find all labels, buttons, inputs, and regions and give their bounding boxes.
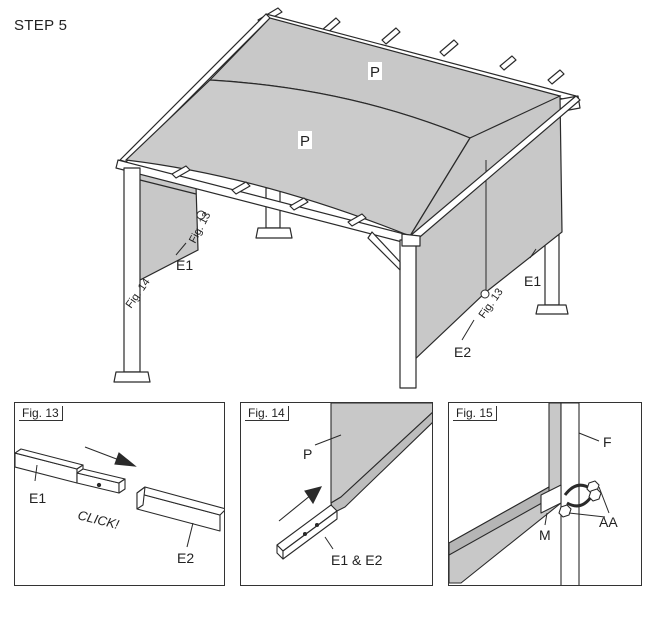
front-right-post bbox=[367, 231, 421, 389]
canopy bbox=[124, 17, 563, 364]
fig14-e1e2-label: E1 & E2 bbox=[331, 552, 383, 568]
fig15-f-label: F bbox=[603, 434, 612, 450]
fig15-aa-label: AA bbox=[599, 514, 618, 530]
fig13-title: Fig. 13 bbox=[19, 406, 63, 421]
fig14-p-label: P bbox=[303, 446, 312, 462]
panel-label-back: P bbox=[370, 64, 380, 81]
front-rafter-ends bbox=[171, 165, 367, 227]
fig14-title: Fig. 14 bbox=[245, 406, 289, 421]
insert-arrow bbox=[84, 446, 137, 467]
fig13-e2-label: E2 bbox=[177, 550, 194, 566]
fig13-marker-left bbox=[196, 210, 206, 220]
step-title: STEP 5 bbox=[14, 17, 68, 34]
e1-right-label: E1 bbox=[524, 273, 541, 289]
pergola-illustration: P P Fig. 13 Fig. 13 Fig. 14 E1 E1 E2 bbox=[113, 7, 581, 389]
fig13-drawing: E1 CLICK! E2 bbox=[15, 446, 224, 566]
fig15-title: Fig. 15 bbox=[453, 406, 497, 421]
panel-label-front: P bbox=[300, 133, 310, 150]
e1-left-label: E1 bbox=[176, 257, 193, 273]
fig14-drawing: P E1 & E2 bbox=[276, 403, 432, 568]
fig15-panel: F M AA Fig. 15 bbox=[448, 402, 642, 586]
fig13-click-label: CLICK! bbox=[76, 507, 121, 532]
e2-front-label: E2 bbox=[454, 344, 471, 360]
slide-in-arrow bbox=[278, 486, 323, 522]
fig13-marker-right bbox=[480, 289, 490, 299]
back-left-post bbox=[255, 187, 293, 239]
front-left-post bbox=[113, 167, 197, 383]
fig15-drawing: F M AA bbox=[449, 403, 618, 585]
aa-nuts bbox=[558, 480, 602, 518]
fig14-panel: P E1 & E2 Fig. 14 bbox=[240, 402, 433, 586]
fig13-e1-label: E1 bbox=[29, 490, 46, 506]
fig13-panel: E1 CLICK! E2 Fig. 13 bbox=[14, 402, 225, 586]
fig15-m-label: M bbox=[539, 527, 551, 543]
